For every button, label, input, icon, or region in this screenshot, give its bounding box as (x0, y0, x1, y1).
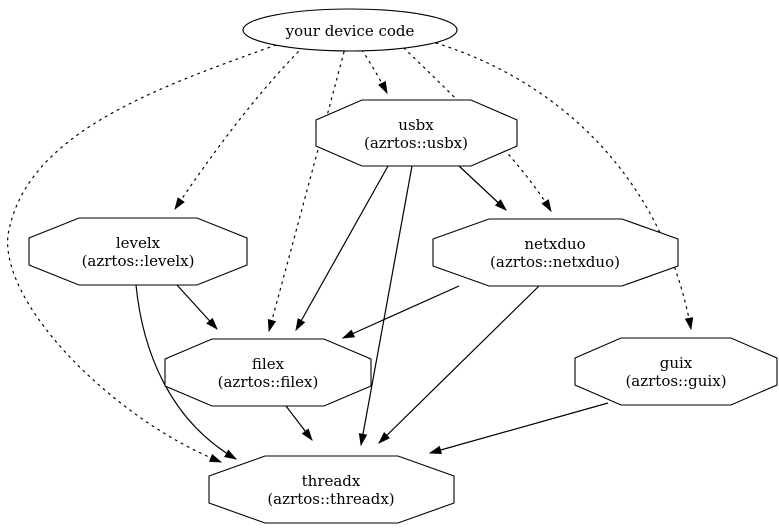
edge-netxduo-threadx (378, 285, 540, 444)
node-guix-label: guix (660, 354, 693, 372)
node-levelx-sublabel: (azrtos::levelx) (82, 252, 195, 270)
node-guix-shape (574, 337, 778, 406)
node-device-code: your device code (242, 8, 458, 52)
node-device-code-label: your device code (285, 22, 415, 40)
node-usbx-sublabel: (azrtos::usbx) (364, 134, 468, 152)
node-guix: guix (azrtos::guix) (574, 337, 778, 406)
node-guix-sublabel: (azrtos::guix) (625, 372, 726, 390)
node-threadx: threadx (azrtos::threadx) (208, 455, 455, 524)
edge-usbx-netxduo (458, 165, 507, 211)
node-netxduo-label: netxduo (524, 235, 585, 253)
edge-levelx-filex (176, 284, 218, 330)
node-levelx-label: levelx (116, 234, 161, 252)
node-filex-label: filex (252, 355, 285, 373)
edge-filex-threadx (285, 405, 313, 442)
node-usbx-shape (315, 99, 518, 167)
edge-guix-threadx (428, 402, 609, 455)
node-usbx-label: usbx (398, 116, 434, 134)
edge-devicecode-levelx (174, 46, 304, 211)
node-threadx-sublabel: (azrtos::threadx) (267, 490, 394, 508)
node-netxduo: netxduo (azrtos::netxduo) (432, 218, 679, 287)
node-threadx-label: threadx (302, 472, 361, 490)
node-netxduo-shape (432, 218, 679, 287)
edge-usbx-threadx (358, 165, 413, 447)
node-threadx-shape (208, 455, 455, 524)
node-filex-sublabel: (azrtos::filex) (218, 373, 319, 391)
node-filex-shape (164, 338, 372, 407)
node-device-code-shape (242, 8, 458, 52)
edge-netxduo-filex (341, 285, 460, 339)
edge-devicecode-filex (267, 51, 345, 333)
node-usbx: usbx (azrtos::usbx) (315, 99, 518, 167)
node-filex: filex (azrtos::filex) (164, 338, 372, 407)
node-levelx: levelx (azrtos::levelx) (28, 217, 248, 286)
edge-devicecode-threadx (7, 44, 277, 463)
edge-devicecode-usbx (361, 49, 388, 95)
node-netxduo-sublabel: (azrtos::netxduo) (490, 253, 620, 271)
node-levelx-shape (28, 217, 248, 286)
edge-usbx-filex (295, 165, 389, 332)
